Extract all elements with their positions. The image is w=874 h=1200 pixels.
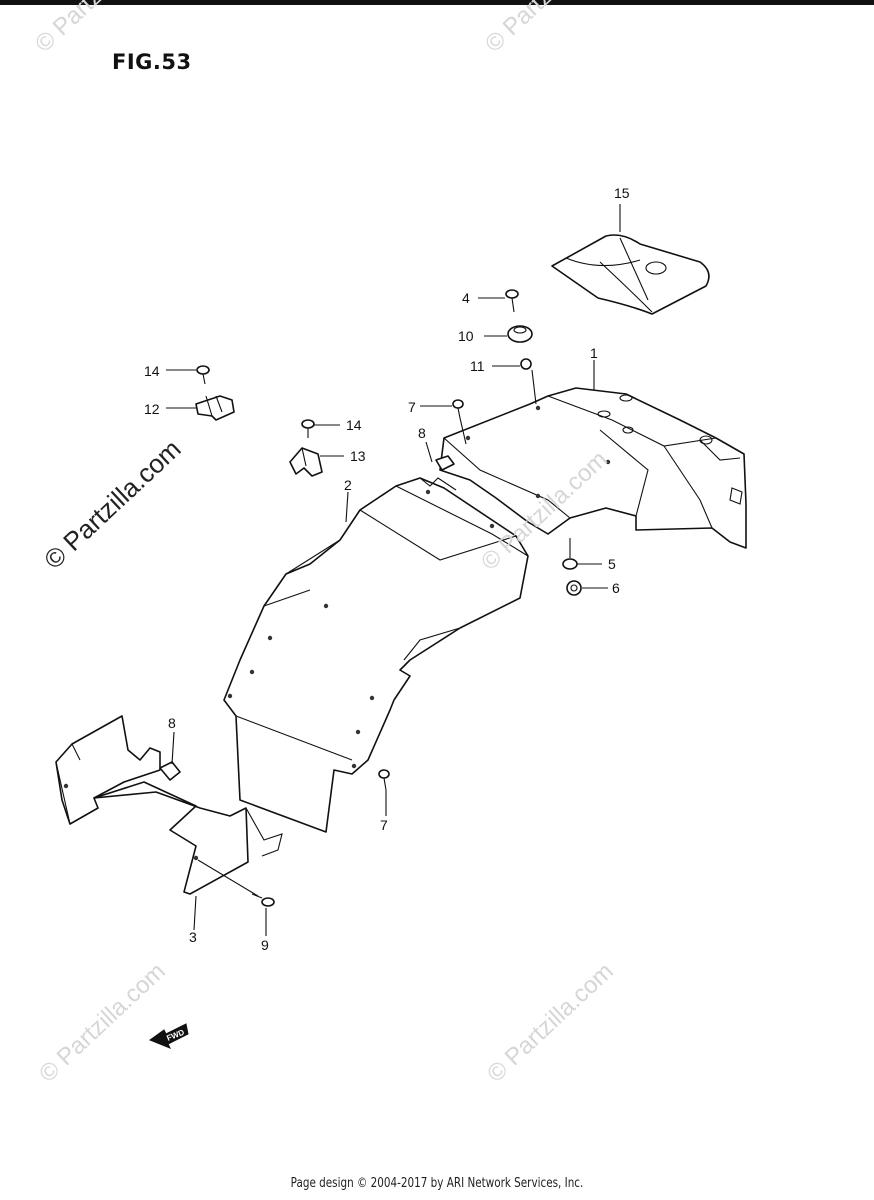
- leader-lines: [166, 204, 621, 936]
- forward-direction-arrow: FWD: [148, 1023, 189, 1049]
- part-6-nut[interactable]: [566, 580, 582, 596]
- top-border: [0, 0, 874, 5]
- callout-8-upper: 8: [418, 425, 426, 441]
- callout-6: 6: [612, 580, 620, 596]
- callout-9: 9: [261, 937, 269, 953]
- callout-15: 15: [614, 185, 630, 201]
- callout-13: 13: [350, 448, 366, 464]
- callout-12: 12: [144, 401, 160, 417]
- part-9-bolt[interactable]: [251, 893, 275, 907]
- callout-10: 10: [458, 328, 474, 344]
- callout-2: 2: [344, 477, 352, 493]
- footer-copyright: Page design © 2004-2017 by ARI Network S…: [290, 1176, 584, 1191]
- callout-4: 4: [462, 290, 470, 306]
- callout-3: 3: [189, 929, 197, 945]
- part-14-screw-lower[interactable]: [301, 419, 315, 438]
- part-13-clamp[interactable]: [289, 447, 323, 477]
- callout-7-upper: 7: [408, 399, 416, 415]
- part-11-cushion[interactable]: [520, 358, 532, 370]
- callout-1: 1: [590, 345, 598, 361]
- part-5-washer[interactable]: [562, 558, 578, 570]
- part-8-nut-lower[interactable]: [159, 761, 181, 781]
- part-3-bracket[interactable]: [55, 715, 283, 895]
- callout-5: 5: [608, 556, 616, 572]
- callout-14-lower: 14: [346, 417, 362, 433]
- part-2-rear-fender-main[interactable]: [223, 477, 529, 833]
- part-12-clamp[interactable]: [195, 395, 235, 421]
- part-7-screw-upper[interactable]: [452, 399, 464, 419]
- part-8-nut-upper[interactable]: [435, 455, 455, 471]
- part-14-screw-upper[interactable]: [196, 365, 210, 385]
- callout-14-upper: 14: [144, 363, 160, 379]
- callout-11: 11: [470, 358, 485, 374]
- callout-7-lower: 7: [380, 817, 388, 833]
- figure-title: FIG.53: [112, 50, 192, 74]
- part-4-screw[interactable]: [505, 289, 519, 313]
- part-7-screw-lower[interactable]: [378, 769, 390, 791]
- part-15-cover[interactable]: [551, 234, 710, 315]
- part-1-rear-fender-upper[interactable]: [439, 387, 747, 549]
- callout-8-lower: 8: [168, 715, 176, 731]
- part-10-cushion[interactable]: [507, 325, 533, 343]
